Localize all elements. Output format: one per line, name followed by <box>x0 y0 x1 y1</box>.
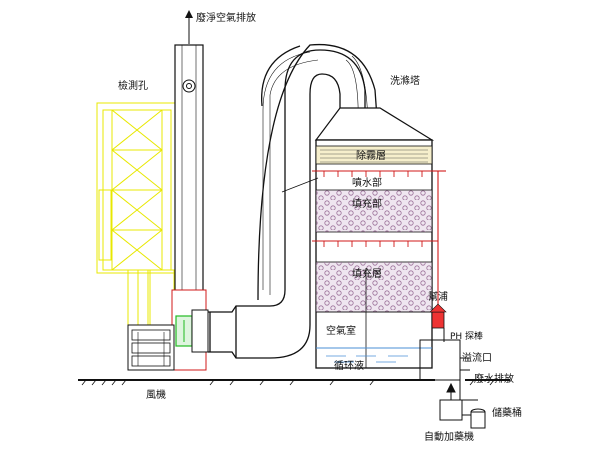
label-ph-probe: PH 探棒 <box>450 330 483 342</box>
label-air-chamber: 空氣室 <box>326 324 356 337</box>
storage-tank-icon <box>462 408 486 429</box>
spray-nozzles <box>323 171 423 247</box>
spray-pipe <box>312 170 446 325</box>
leader-line <box>281 177 319 193</box>
auto-dosing-unit <box>439 382 463 421</box>
label-packing-upper: 填充部 <box>352 197 382 210</box>
label-fan: 風機 <box>146 388 166 401</box>
label-packing-lower: 填充層 <box>352 267 382 280</box>
label-spray-upper: 噴水部 <box>352 176 382 189</box>
label-circulating-liquid: 循环液 <box>334 359 364 372</box>
fan-icon <box>127 309 209 371</box>
label-exhaust: 廢淨空氣排放 <box>196 11 256 24</box>
label-auto-dosing: 自動加藥機 <box>424 430 474 443</box>
demister-layer <box>315 145 433 165</box>
yellow-support-frame <box>96 102 178 371</box>
ph-tank <box>419 328 478 401</box>
label-demister: 除霧層 <box>356 149 386 162</box>
test-port-icon <box>182 79 196 93</box>
scrubber-tower <box>314 107 435 369</box>
label-storage-tank: 儲藥桶 <box>492 406 522 419</box>
ground-line <box>78 379 510 386</box>
label-scrubber: 洗滌塔 <box>390 74 420 87</box>
label-pump: 幫浦 <box>428 290 448 303</box>
label-test-port: 檢測孔 <box>118 79 148 92</box>
label-drain: 廢水排放 <box>474 372 514 385</box>
label-overflow: 溢流口 <box>462 351 492 364</box>
exhaust-arrow-icon <box>185 10 193 44</box>
pump-icon <box>429 303 447 329</box>
